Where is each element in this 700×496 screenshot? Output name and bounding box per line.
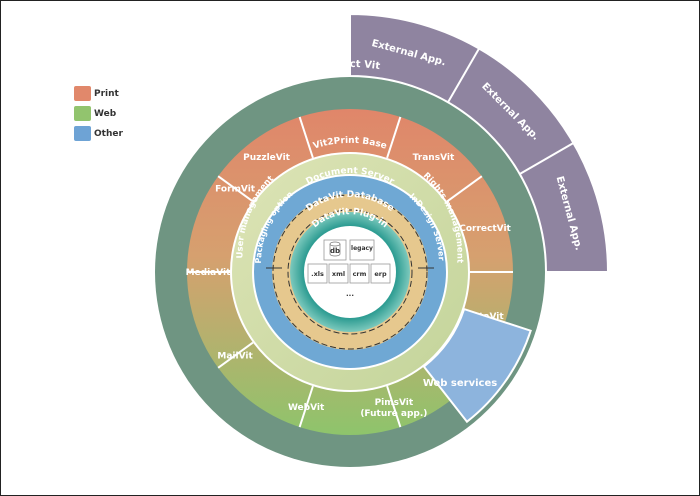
legend-item-other: Other bbox=[74, 126, 123, 141]
module-label-mediavit: MediaVit bbox=[186, 268, 232, 278]
module-label-puzzlevit: PuzzleVit bbox=[243, 153, 291, 163]
module-label-transvit: TransVit bbox=[413, 153, 455, 163]
module-label-webvit: WebVit bbox=[288, 403, 325, 413]
legacy-box: legacy bbox=[349, 239, 375, 261]
legend-swatch-other bbox=[74, 126, 91, 141]
legend-item-web: Web bbox=[74, 106, 116, 121]
legend-item-print: Print bbox=[74, 86, 119, 101]
legacy-label: legacy bbox=[351, 245, 373, 252]
module-divider bbox=[446, 175, 483, 203]
legend-swatch-web bbox=[74, 106, 91, 121]
module-label-mailvit: MailVit bbox=[217, 351, 253, 361]
database-icon bbox=[329, 241, 341, 247]
format-box bbox=[349, 263, 370, 284]
db-box: db bbox=[323, 239, 347, 261]
module-divider bbox=[298, 385, 314, 428]
module-label-pimsvit: PimsVit bbox=[375, 398, 414, 408]
format-label: erp bbox=[374, 270, 387, 278]
database-ring-outer-dash bbox=[272, 194, 428, 350]
format-label: crm bbox=[353, 270, 367, 278]
database-icon-body bbox=[329, 244, 341, 257]
db-box-frame bbox=[323, 239, 347, 261]
db-label: db bbox=[330, 247, 340, 255]
format-box bbox=[307, 263, 328, 284]
legend-swatch-print bbox=[74, 86, 91, 101]
legend-label-other: Other bbox=[94, 128, 123, 139]
more-items-ellipsis: ... bbox=[346, 290, 354, 298]
external-divider bbox=[447, 48, 480, 103]
module-divider bbox=[217, 341, 254, 369]
project-ring-label: Project Vit bbox=[319, 59, 381, 72]
external-divider bbox=[519, 142, 574, 175]
module-divider bbox=[386, 116, 402, 159]
format-label: .xls bbox=[311, 270, 324, 278]
module-label-futureapp: (Future app.) bbox=[360, 409, 427, 419]
database-ring-inner-dash bbox=[287, 209, 413, 335]
module-divider bbox=[386, 385, 402, 428]
legacy-box-frame bbox=[349, 239, 375, 261]
module-divider bbox=[298, 116, 314, 159]
web-services-segment bbox=[422, 307, 532, 424]
legend-label-print: Print bbox=[94, 88, 119, 99]
web-services-label: Web services bbox=[423, 378, 497, 389]
external-apps-band bbox=[349, 12, 610, 273]
format-box bbox=[370, 263, 391, 284]
module-label-correctvit: CorrectVit bbox=[459, 224, 511, 234]
legend-label-web: Web bbox=[94, 108, 117, 119]
module-label-formvit: FormVit bbox=[215, 185, 256, 195]
format-label: xml bbox=[332, 270, 345, 278]
format-box bbox=[328, 263, 349, 284]
module-divider bbox=[217, 175, 254, 203]
